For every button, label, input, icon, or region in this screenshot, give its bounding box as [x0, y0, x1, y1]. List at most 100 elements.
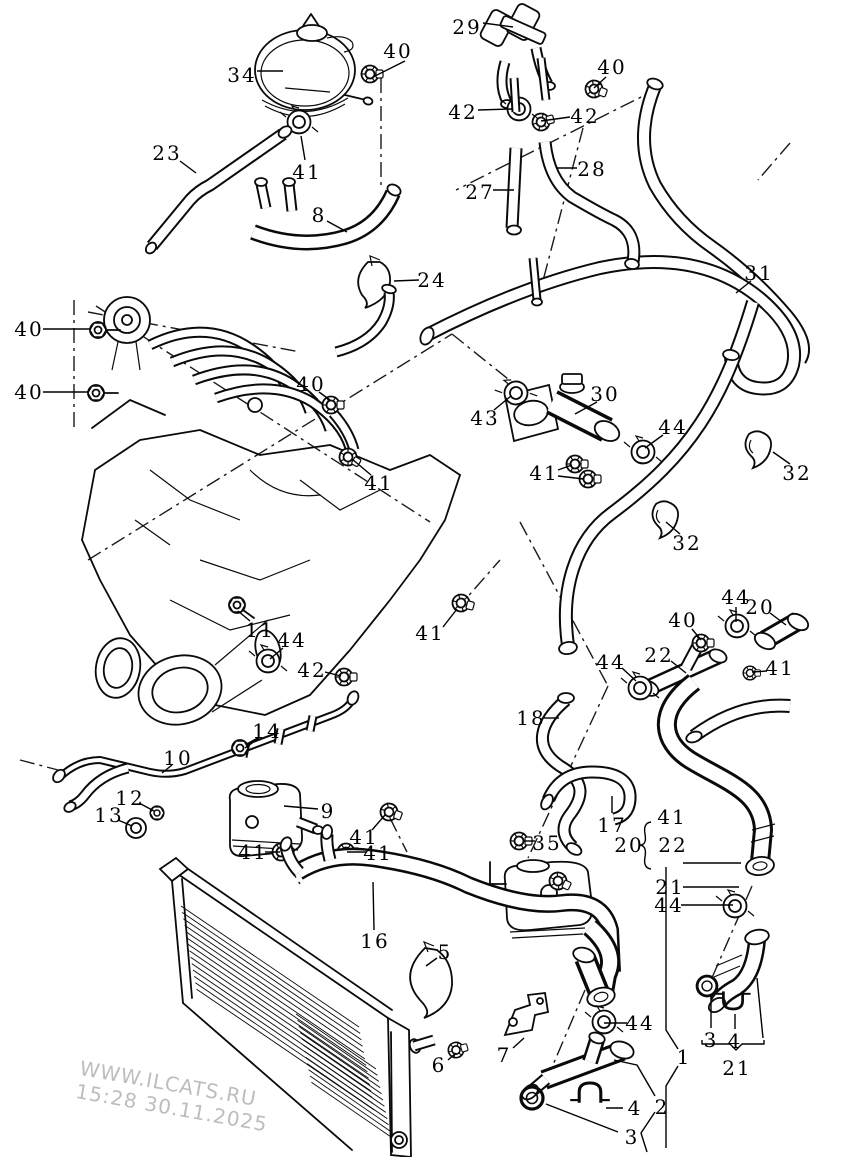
callout-41: 41	[529, 461, 558, 485]
callout-16: 16	[360, 929, 389, 953]
callout-40: 40	[597, 55, 626, 79]
callout-leader	[644, 434, 664, 449]
callout-18: 18	[516, 706, 545, 730]
callout-leader	[442, 608, 458, 628]
heater-connectors	[479, 3, 640, 307]
callout-2: 2	[655, 1095, 670, 1119]
callout-leader	[751, 670, 768, 673]
callout-leader	[244, 737, 260, 749]
radiator-fins	[180, 905, 392, 1138]
callout-44: 44	[654, 893, 683, 917]
callout-28: 28	[577, 157, 606, 181]
expansion-tank	[254, 13, 384, 135]
callout-leader	[324, 671, 342, 677]
callout-44: 44	[721, 585, 750, 609]
callout-leader	[269, 647, 284, 660]
callout-40: 40	[383, 39, 412, 63]
construction-lines	[19, 78, 791, 1094]
callout-41: 41	[238, 840, 267, 864]
callout-41: 41	[657, 805, 686, 829]
engine-block	[81, 283, 461, 726]
callout-22: 22	[658, 833, 687, 857]
callout-leader	[769, 612, 787, 626]
callout-7: 7	[497, 1043, 512, 1067]
callout-44: 44	[625, 1011, 654, 1035]
callout-43: 43	[470, 406, 499, 430]
callout-40: 40	[14, 380, 43, 404]
callout-12: 12	[115, 786, 144, 810]
callout-leader	[318, 391, 331, 401]
hose-16	[279, 824, 617, 1008]
callout-leader	[326, 220, 348, 233]
callout-leader	[545, 1103, 619, 1133]
callout-23: 23	[152, 141, 181, 165]
callout-leader	[621, 667, 637, 682]
callout-44: 44	[277, 628, 306, 652]
callout-41: 41	[415, 621, 444, 645]
callout-21: 21	[655, 875, 684, 899]
callout-13: 13	[94, 803, 123, 827]
group-brackets	[613, 821, 765, 1153]
callout-leader	[425, 957, 438, 967]
callout-29: 29	[452, 15, 481, 39]
callout-42: 42	[297, 658, 326, 682]
callout-leader	[691, 628, 702, 641]
callout-9: 9	[321, 799, 336, 823]
callout-leader	[557, 475, 585, 480]
bracket-parts	[409, 940, 550, 1061]
callout-41: 41	[292, 160, 321, 184]
callout-17: 17	[597, 813, 626, 837]
callout-leader	[237, 610, 251, 622]
callout-35: 35	[532, 831, 561, 855]
callout-42: 42	[448, 100, 477, 124]
shield-24	[357, 261, 391, 309]
callout-21: 21	[722, 1056, 751, 1080]
radiator	[158, 856, 436, 1157]
callout-leader	[371, 814, 386, 831]
callout-14: 14	[252, 719, 281, 743]
callout-leader	[179, 160, 197, 174]
callout-8: 8	[312, 203, 327, 227]
callout-leader	[512, 1037, 525, 1049]
callout-41: 41	[364, 471, 393, 495]
callout-34: 34	[227, 63, 256, 87]
upper-hoses	[419, 77, 803, 656]
callout-leader	[557, 464, 573, 471]
callout-leader	[574, 401, 598, 415]
callout-leader	[447, 1052, 457, 1061]
callout-44: 44	[596, 650, 625, 674]
callout-20: 20	[745, 595, 774, 619]
callout-4: 4	[728, 1029, 743, 1053]
callout-30: 30	[590, 382, 619, 406]
mid-hoses	[539, 682, 776, 1014]
callout-leader	[117, 819, 133, 827]
coolant-pipe-10	[52, 596, 360, 839]
hose-23-8	[144, 125, 402, 309]
callout-leader	[138, 802, 155, 812]
callout-42: 42	[570, 104, 599, 128]
callout-41: 41	[363, 841, 392, 865]
callout-1: 1	[677, 1045, 692, 1069]
callout-40: 40	[296, 372, 325, 396]
callout-3: 3	[625, 1125, 640, 1149]
callout-3: 3	[704, 1028, 719, 1052]
callout-leader	[665, 521, 681, 535]
callout-leader	[670, 660, 687, 674]
callout-11: 11	[245, 618, 274, 642]
callout-leader	[351, 458, 372, 476]
callout-41: 41	[765, 656, 794, 680]
callout-leader	[593, 76, 607, 89]
callout-22: 22	[644, 643, 673, 667]
callout-10: 10	[163, 746, 192, 770]
callout-4: 4	[628, 1096, 643, 1120]
callout-leader	[161, 764, 173, 774]
callout-leader	[283, 805, 319, 810]
callout-20: 20	[614, 833, 643, 857]
callout-41: 41	[349, 825, 378, 849]
callout-32: 32	[672, 531, 701, 555]
callout-40: 40	[668, 608, 697, 632]
callout-5: 5	[438, 940, 453, 964]
